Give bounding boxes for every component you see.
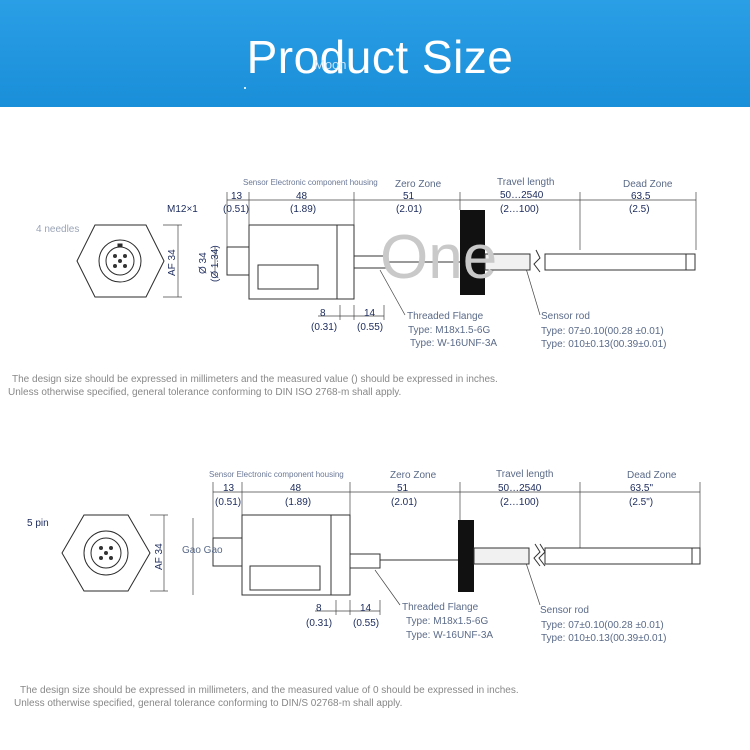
dead-zone-label: Dead Zone [627,470,677,481]
dia-label: Ø 34 [198,252,209,274]
flange-type-1: Type: M18x1.5-6G [406,616,488,627]
dim-48-in: (1.89) [290,204,316,215]
banner-dot [244,87,246,89]
af-label: AF 34 [154,543,165,570]
housing-label: Sensor Electronic component housing [209,470,344,479]
banner-overlay-text: Moon [314,57,347,72]
dim-travel: 50…2540 [498,483,542,494]
rod-label: Sensor rod [541,311,590,322]
dia-in-label: (Ø 1.34) [210,245,221,282]
housing-label: Sensor Electronic component housing [243,178,378,187]
dim-51: 51 [397,483,409,494]
dim-14-in: (0.55) [357,322,383,333]
dim-dead-in: (2.5) [629,204,650,215]
zero-zone-label: Zero Zone [390,470,437,481]
gap-label: Gao Gao [182,545,223,556]
zero-zone-label: Zero Zone [395,179,442,190]
dim-dead: 63.5" [630,483,653,494]
travel-length-label: Travel length [497,177,554,188]
dead-zone-label: Dead Zone [623,179,673,190]
dim-8-in: (0.31) [311,322,337,333]
sensor-rod [544,547,696,565]
header-banner: Product Size Moon [0,0,750,107]
dim-51-in: (2.01) [391,497,417,508]
m12-connector [226,246,250,276]
dim-51-in: (2.01) [396,204,422,215]
rod-type-2: Type: 010±0.13(00.39±0.01) [541,633,667,644]
flange-label: Threaded Flange [402,602,479,613]
dim-13: 13 [223,483,235,494]
needles-label: 4 needles [36,224,79,235]
rod-type-1: Type: 07±0.10(00.28 ±0.01) [541,326,664,337]
dim-13-in: (0.51) [223,204,249,215]
flange-stub [349,553,381,569]
dim-48-in: (1.89) [285,497,311,508]
note-units-bottom: The design size should be expressed in m… [20,685,519,696]
pins-label: 5 pin [27,518,49,529]
threaded-flange [458,520,474,592]
rod-label: Sensor rod [540,605,589,616]
watermark-text: One [380,223,497,292]
dim-14-in: (0.55) [353,618,379,629]
dimension-drawing-top: One Sensor Electronic component housing … [36,177,697,350]
note-units-top: The design size should be expressed in m… [12,374,498,385]
sensor-rod [544,253,691,271]
flange-label: Threaded Flange [407,311,484,322]
dim-dead-in: (2.5") [629,497,653,508]
dim-travel: 50…2540 [500,190,544,201]
af-label: AF 34 [167,249,178,276]
hex-end-view [76,224,165,298]
connector [212,537,243,567]
dim-14: 14 [360,603,372,614]
rod-type-2: Type: 010±0.13(00.39±0.01) [541,339,667,350]
dim-48: 48 [290,483,302,494]
flange-type-2: Type: W-16UNF-3A [410,338,497,349]
note-tolerance-top: Unless otherwise specified, general tole… [8,387,402,398]
hex-end-view [61,514,151,592]
connector-pins [99,546,113,560]
dim-48: 48 [296,191,308,202]
threaded-flange [460,210,485,295]
dim-13: 13 [231,191,243,202]
dim-14: 14 [364,308,376,319]
dim-13-in: (0.51) [215,497,241,508]
note-tolerance-bottom: Unless otherwise specified, general tole… [14,698,403,709]
dim-travel-in: (2…100) [500,497,539,508]
dim-8-in: (0.31) [306,618,332,629]
flange-type-2: Type: W-16UNF-3A [406,630,493,641]
dimension-drawing-bottom: Sensor Electronic component housing Zero… [27,469,701,644]
connector-pins [113,254,127,268]
rod-type-1: Type: 07±0.10(00.28 ±0.01) [541,620,664,631]
travel-length-label: Travel length [496,469,553,480]
dim-dead: 63.5 [631,191,651,202]
dim-8: 8 [320,308,326,319]
dim-8: 8 [316,603,322,614]
flange-type-1: Type: M18x1.5-6G [408,325,490,336]
dim-51: 51 [403,191,415,202]
page-title: Product Size [246,31,514,83]
thread-label: M12×1 [167,204,198,215]
dim-travel-in: (2…100) [500,204,539,215]
